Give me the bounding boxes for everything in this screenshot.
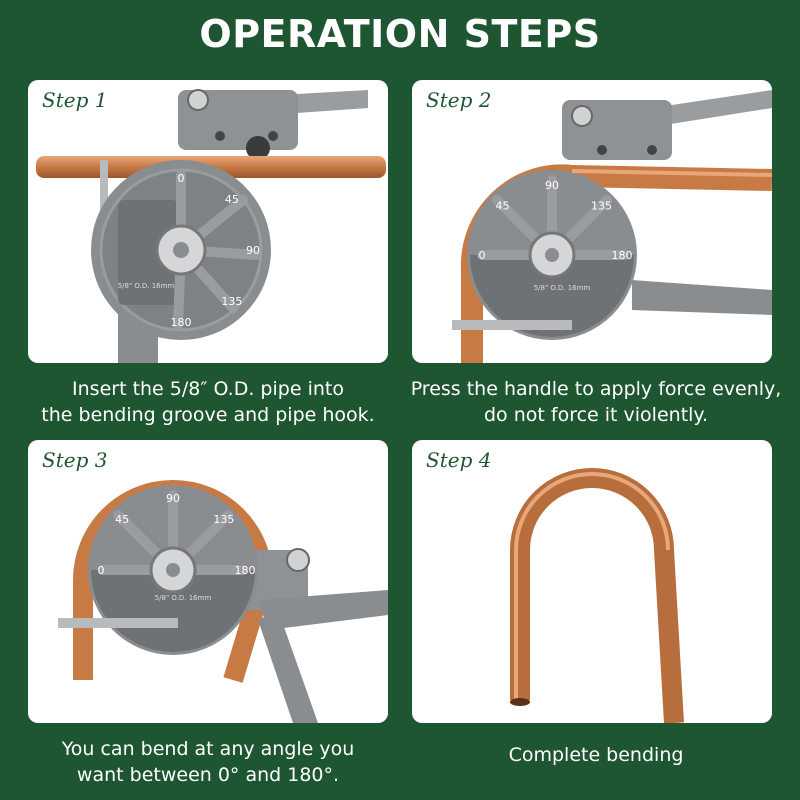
dial-mark-135: 135 — [213, 513, 234, 526]
step-2-panel: 0 45 90 135 180 5/8" O.D. 16mm Step 2 — [412, 80, 772, 363]
dial-mark-180: 180 — [235, 564, 256, 577]
step-3-caption-line-1: You can bend at any angle you — [61, 738, 355, 760]
dial-mark-90: 90 — [166, 492, 180, 505]
dial-mark-180: 180 — [612, 249, 633, 262]
step-1-illustration: 0 45 90 135 180 5/8" O.D. 16mm — [36, 89, 386, 363]
dial-mark-0: 0 — [479, 249, 486, 262]
step-4-illustration — [510, 468, 684, 723]
dial-plate-text: 5/8" O.D. 16mm — [118, 282, 175, 290]
step-3-label: Step 3 — [42, 448, 108, 472]
dial-mark-180: 180 — [171, 316, 192, 329]
step-4-caption: Complete bending — [400, 742, 792, 768]
step-3-panel: 0 45 90 135 180 5/8" O.D. 16mm Step 3 — [28, 440, 388, 723]
step-2-label: Step 2 — [426, 88, 492, 112]
dial-plate-text: 5/8" O.D. 16mm — [155, 594, 212, 602]
step-4-caption-line-1: Complete bending — [508, 744, 684, 766]
dial-mark-135: 135 — [221, 295, 242, 308]
step-3-caption: You can bend at any angle you want betwe… — [20, 736, 396, 788]
step-2-caption-line-2: do not force it violently. — [484, 404, 708, 426]
step-4-panel: Step 4 — [412, 440, 772, 723]
dial-mark-45: 45 — [496, 200, 510, 213]
step-2-caption-line-1: Press the handle to apply force evenly, — [410, 378, 782, 400]
dial-mark-0: 0 — [98, 564, 105, 577]
step-4-label: Step 4 — [426, 448, 492, 472]
step-1-caption-line-2: the bending groove and pipe hook. — [41, 404, 375, 426]
page-title: OPERATION STEPS — [199, 12, 601, 56]
dial-mark-45: 45 — [225, 193, 239, 206]
dial-plate-text: 5/8" O.D. 16mm — [534, 284, 591, 292]
step-2-caption: Press the handle to apply force evenly, … — [400, 376, 792, 428]
dial-mark-45: 45 — [115, 513, 129, 526]
dial-mark-90: 90 — [246, 244, 260, 257]
dial-mark-0: 0 — [178, 172, 185, 185]
dial-mark-135: 135 — [591, 200, 612, 213]
step-1-caption-line-1: Insert the 5/8″ O.D. pipe into — [72, 378, 344, 400]
step-3-illustration: 0 45 90 135 180 5/8" O.D. 16mm — [58, 480, 388, 723]
dial-mark-90: 90 — [545, 179, 559, 192]
step-2-illustration: 0 45 90 135 180 5/8" O.D. 16mm — [452, 90, 772, 363]
step-3-caption-line-2: want between 0° and 180°. — [76, 764, 340, 786]
step-1-label: Step 1 — [42, 88, 108, 112]
step-1-panel: 0 45 90 135 180 5/8" O.D. 16mm Step 1 — [28, 80, 388, 363]
step-1-caption: Insert the 5/8″ O.D. pipe into the bendi… — [20, 376, 396, 428]
